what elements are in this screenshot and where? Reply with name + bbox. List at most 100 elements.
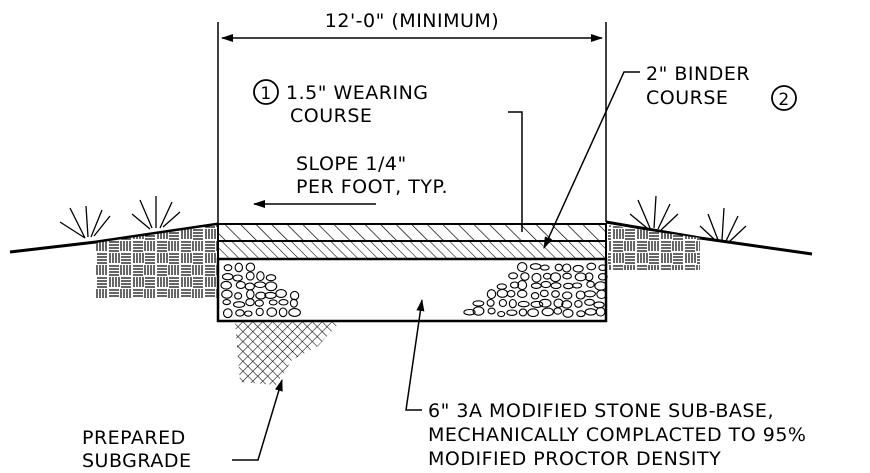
stone-aggregate: [472, 300, 485, 307]
stone-aggregate: [275, 289, 287, 298]
slope-callout: SLOPE 1/4" PER FOOT, TYP.: [253, 153, 448, 208]
stone-aggregate: [597, 273, 608, 281]
stone-aggregate: [463, 308, 476, 316]
stone-aggregate: [265, 274, 277, 282]
binder-course-callout: 2" BINDER COURSE 2: [543, 63, 797, 249]
stone-aggregate: [584, 272, 594, 282]
stone-aggregate: [516, 289, 528, 298]
stone-aggregate: [561, 291, 573, 300]
stone-aggregate: [518, 308, 528, 317]
stone-aggregate: [508, 298, 517, 309]
stone-aggregate: [235, 309, 245, 317]
wearing-number: 1: [260, 84, 271, 104]
stone-aggregate: [562, 272, 572, 280]
stone-aggregate: [223, 264, 233, 272]
grass-tufts: [59, 195, 747, 243]
stone-aggregate: [244, 310, 253, 317]
stone-aggregate: [520, 272, 530, 281]
stone-aggregate: [268, 299, 278, 306]
wearing-line2: COURSE: [290, 105, 372, 127]
stone-aggregate: [234, 262, 244, 273]
stone-aggregate: [255, 291, 267, 300]
stone-aggregate: [598, 264, 607, 272]
stone-aggregate: [516, 262, 528, 273]
stone-aggregate: [245, 271, 255, 281]
soil-left: [96, 225, 218, 298]
stone-aggregate: [541, 307, 555, 317]
stone-aggregate: [506, 309, 518, 316]
stone-aggregate: [232, 274, 243, 282]
stone-aggregate: [596, 289, 607, 300]
stone-aggregate: [571, 282, 583, 289]
stone-aggregate: [540, 280, 552, 289]
stone-aggregate: [278, 299, 289, 306]
stone-aggregate: [254, 299, 264, 307]
stone-aggregate: [497, 310, 506, 318]
stone-aggregate: [539, 264, 550, 271]
subgrade-line2: SUBGRADE: [82, 450, 191, 472]
stone-aggregate: [553, 307, 563, 315]
stone-aggregate: [572, 264, 584, 273]
stone-aggregate: [517, 280, 528, 291]
wearing-course-callout: 1 1.5" WEARING COURSE: [253, 79, 523, 232]
subbase-line1: 6" 3A MODIFIED STONE SUB-BASE,: [428, 400, 774, 422]
stone-aggregate: [221, 289, 233, 299]
callout-number-1: [253, 79, 279, 105]
stone-aggregate: [586, 262, 597, 271]
subgrade-callout: PREPARED SUBGRADE: [82, 379, 283, 472]
stone-aggregate: [264, 281, 278, 292]
stone-aggregate: [487, 307, 496, 315]
stone-subbase-layer: [216, 257, 608, 323]
stone-aggregate: [595, 306, 606, 317]
stone-aggregate: [550, 282, 562, 290]
slope-line2: PER FOOT, TYP.: [296, 176, 448, 198]
binder-number: 2: [778, 90, 789, 110]
subbase-line2: MECHANICALLY COMPLACTED TO 95%: [428, 424, 806, 446]
stone-aggregate: [583, 290, 596, 298]
stone-aggregate: [538, 298, 552, 308]
callout-number-2: [771, 85, 797, 111]
stone-aggregate: [509, 281, 520, 289]
wearing-line1: 1.5" WEARING: [286, 82, 429, 104]
stone-aggregate: [255, 307, 264, 317]
stone-aggregate: [549, 272, 562, 283]
binder-line2: COURSE: [646, 87, 728, 109]
stone-aggregate: [245, 262, 256, 272]
stone-aggregate: [278, 307, 288, 318]
stone-aggregate: [506, 289, 516, 298]
stone-aggregate: [562, 308, 574, 318]
stone-aggregate: [527, 308, 539, 318]
slope-line1: SLOPE 1/4": [296, 153, 407, 175]
stone-aggregate: [574, 299, 583, 308]
stone-aggregate: [574, 272, 587, 282]
stone-aggregate: [472, 306, 485, 316]
stone-aggregate: [584, 298, 595, 306]
subgrade-hatch: [235, 322, 340, 385]
subbase-callout: 6" 3A MODIFIED STONE SUB-BASE, MECHANICA…: [405, 299, 806, 470]
stone-aggregate: [288, 308, 301, 317]
stone-aggregate: [530, 300, 544, 308]
stone-aggregate: [498, 298, 508, 308]
stone-aggregate: [531, 272, 542, 283]
stone-aggregate: [266, 307, 278, 317]
stone-aggregate: [234, 292, 243, 300]
binder-course-layer: [217, 240, 607, 260]
stone-aggregate: [576, 310, 586, 318]
stone-aggregate: [561, 300, 573, 309]
stone-aggregate: [222, 308, 233, 319]
stone-aggregate: [539, 289, 549, 298]
stone-aggregate: [289, 298, 298, 308]
stone-aggregate: [562, 263, 572, 273]
subgrade-line1: PREPARED: [82, 427, 186, 449]
stone-aggregate: [220, 280, 232, 290]
width-dimension: 12'-0" (MINIMUM): [217, 10, 607, 224]
subbase-line3: MODIFIED PROCTOR DENSITY: [428, 448, 721, 470]
stone-aggregate: [586, 280, 595, 288]
stone-aggregate: [222, 299, 231, 306]
dimension-label: 12'-0" (MINIMUM): [325, 10, 499, 32]
stone-aggregate: [486, 289, 497, 300]
binder-line1: 2" BINDER: [646, 63, 750, 85]
stone-aggregate: [551, 290, 560, 298]
stone-aggregate: [517, 300, 530, 308]
